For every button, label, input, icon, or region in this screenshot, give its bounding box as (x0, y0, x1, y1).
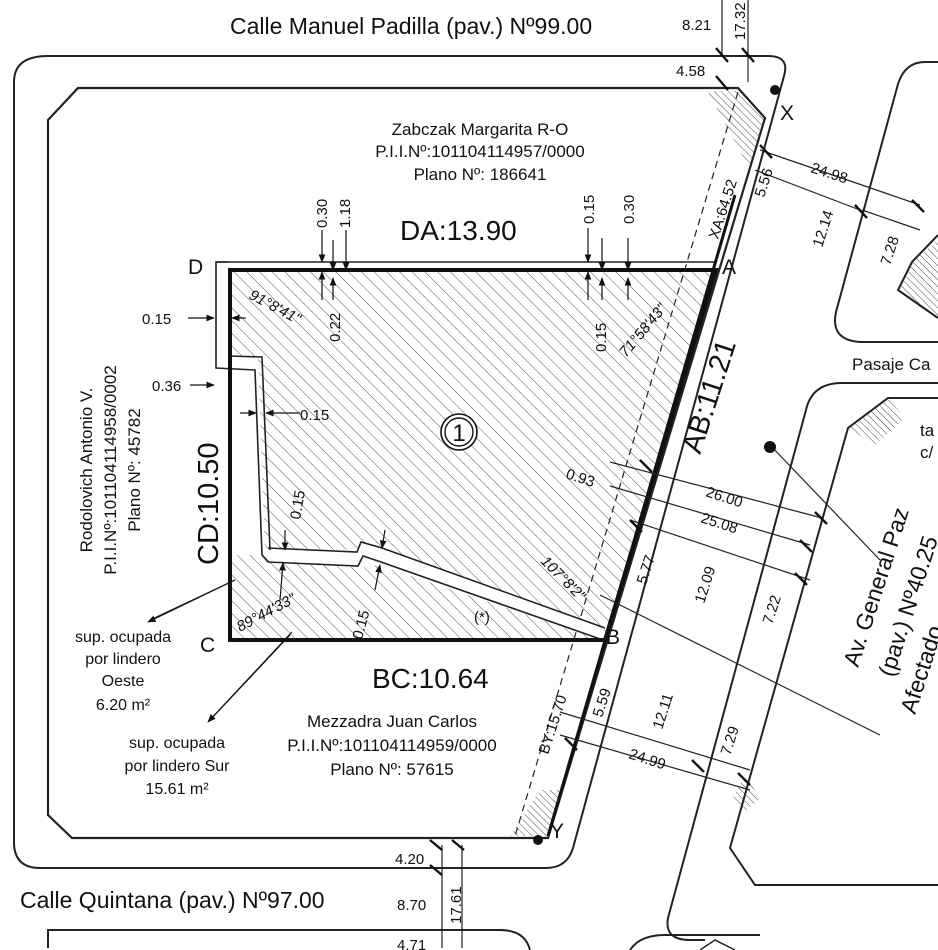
note-west-1: sup. ocupada (75, 629, 171, 646)
dim-w-0-15b: 0.15 (300, 407, 329, 424)
note-south-2: por lindero Sur (125, 758, 231, 775)
dot-east (764, 441, 776, 453)
block-northeast-hatch (898, 240, 938, 318)
dim-s-0-15: 0.15 (349, 608, 373, 641)
note-west-4: 6.20 m² (96, 697, 151, 714)
dim-e-12-11: 12.11 (650, 691, 677, 731)
dim-7-28: 7.28 (878, 234, 903, 267)
south-occupied-outline (267, 541, 606, 629)
dim-17-32: 17.32 (732, 2, 749, 40)
block-east-inner (728, 397, 938, 886)
note-south-3: 15.61 m² (145, 781, 209, 798)
dim-8-21: 8.21 (682, 17, 711, 34)
note-west-3: Oeste (102, 673, 145, 690)
owner-south-name: Mezzadra Juan Carlos (307, 712, 477, 731)
street-north: Calle Manuel Padilla (pav.) Nº99.00 (230, 13, 592, 39)
block-east-hatch-south (732, 775, 760, 812)
dim-b-17-61: 17.61 (448, 886, 465, 924)
block-southeast-mark (699, 939, 736, 950)
cut-label-a: ta (920, 421, 935, 440)
dim-n-0-15a: 0.15 (581, 195, 598, 224)
owner-north-pii: P.I.I.Nº:101104114957/0000 (375, 142, 584, 161)
block-outline-outer (13, 55, 787, 869)
corner-hatch-south (510, 790, 560, 836)
owner-north-plan: Plano Nº: 186641 (414, 165, 547, 184)
dimension-lines (149, 0, 921, 948)
street-south: Calle Quintana (pav.) Nº97.00 (20, 887, 325, 913)
dim-4-58: 4.58 (676, 63, 705, 80)
corner-label-c: C (200, 634, 215, 657)
dim-e-26-00: 26.00 (704, 484, 745, 512)
owner-west-pii: P.I.I.Nº:101104114958/0002 (101, 365, 120, 574)
dot-x (770, 85, 780, 95)
dim-n-0-22: 0.22 (327, 313, 344, 342)
note-south-1: sup. ocupada (129, 735, 225, 752)
dim-b-4-71: 4.71 (397, 937, 426, 950)
block-east-hatch (848, 398, 905, 445)
street-passage: Pasaje Ca (852, 355, 931, 374)
block-south (47, 929, 531, 950)
dim-w-0-15: 0.15 (142, 311, 171, 328)
dim-e-7-29: 7.29 (718, 724, 743, 757)
dot-y (533, 835, 543, 845)
owner-south-pii: P.I.I.Nº:101104114959/0000 (287, 736, 496, 755)
parcel-number-ring-outer (440, 413, 478, 451)
corner-label-a: A (722, 256, 736, 279)
corner-label-y: Y (550, 820, 564, 843)
dim-w-0-15c: 0.15 (287, 489, 309, 521)
west-occupied-inner (229, 355, 271, 551)
arrow-dims (147, 228, 632, 723)
dim-n-0-30a: 0.30 (314, 199, 331, 228)
dim-w-0-36: 0.36 (152, 378, 181, 395)
dim-e-25-08: 25.08 (699, 510, 740, 538)
tick-marks (429, 47, 925, 876)
dim-n-0-30b: 0.30 (621, 195, 638, 224)
block-northeast (834, 61, 938, 343)
parcel-number: 1 (452, 420, 465, 447)
corner-label-d: D (188, 256, 203, 279)
owner-west-name: Rodolovich Antonio V. (77, 388, 96, 553)
dim-xa: XA:64.52 (706, 177, 741, 241)
dim-n-0-15b: 0.15 (593, 323, 610, 352)
occupied-strip-south (263, 543, 605, 640)
cut-label-b: c/ (920, 443, 934, 462)
owner-west-plan: Plano Nº: 45782 (125, 408, 144, 531)
corner-label-b: B (606, 626, 620, 649)
block-southeast (629, 934, 760, 950)
dim-e-5-77: 5.77 (634, 553, 659, 586)
dim-24-98: 24.98 (809, 160, 850, 188)
dim-b-8-70: 8.70 (397, 897, 426, 914)
dim-n-1-18: 1.18 (337, 199, 354, 228)
dim-e-12-09: 12.09 (692, 564, 720, 605)
side-cd: CD:10.50 (193, 442, 225, 565)
side-da: DA:13.90 (400, 215, 517, 246)
front-line (546, 194, 737, 837)
dim-e-7-22: 7.22 (760, 593, 785, 626)
parcel-hatched-area (230, 270, 715, 640)
note-west-2: por lindero (85, 651, 161, 668)
dim-b-4-20: 4.20 (395, 851, 424, 868)
owner-south-plan: Plano Nº: 57615 (330, 760, 453, 779)
asterisk-note: (*) (474, 609, 490, 626)
corner-label-x: X (780, 102, 794, 125)
parcel-number-ring-inner (444, 417, 474, 447)
owner-north-name: Zabczak Margarita R-O (392, 120, 569, 139)
dim-12-14: 12.14 (810, 208, 838, 249)
dim-by: BY:15.70 (536, 693, 571, 756)
dim-5-56: 5.56 (752, 166, 777, 199)
dim-e-5-59: 5.59 (590, 686, 615, 719)
corner-hatch-north (708, 90, 765, 170)
south-occupied-inner (267, 555, 604, 641)
dim-e-24-99: 24.99 (627, 746, 668, 774)
side-bc: BC:10.64 (372, 663, 489, 694)
